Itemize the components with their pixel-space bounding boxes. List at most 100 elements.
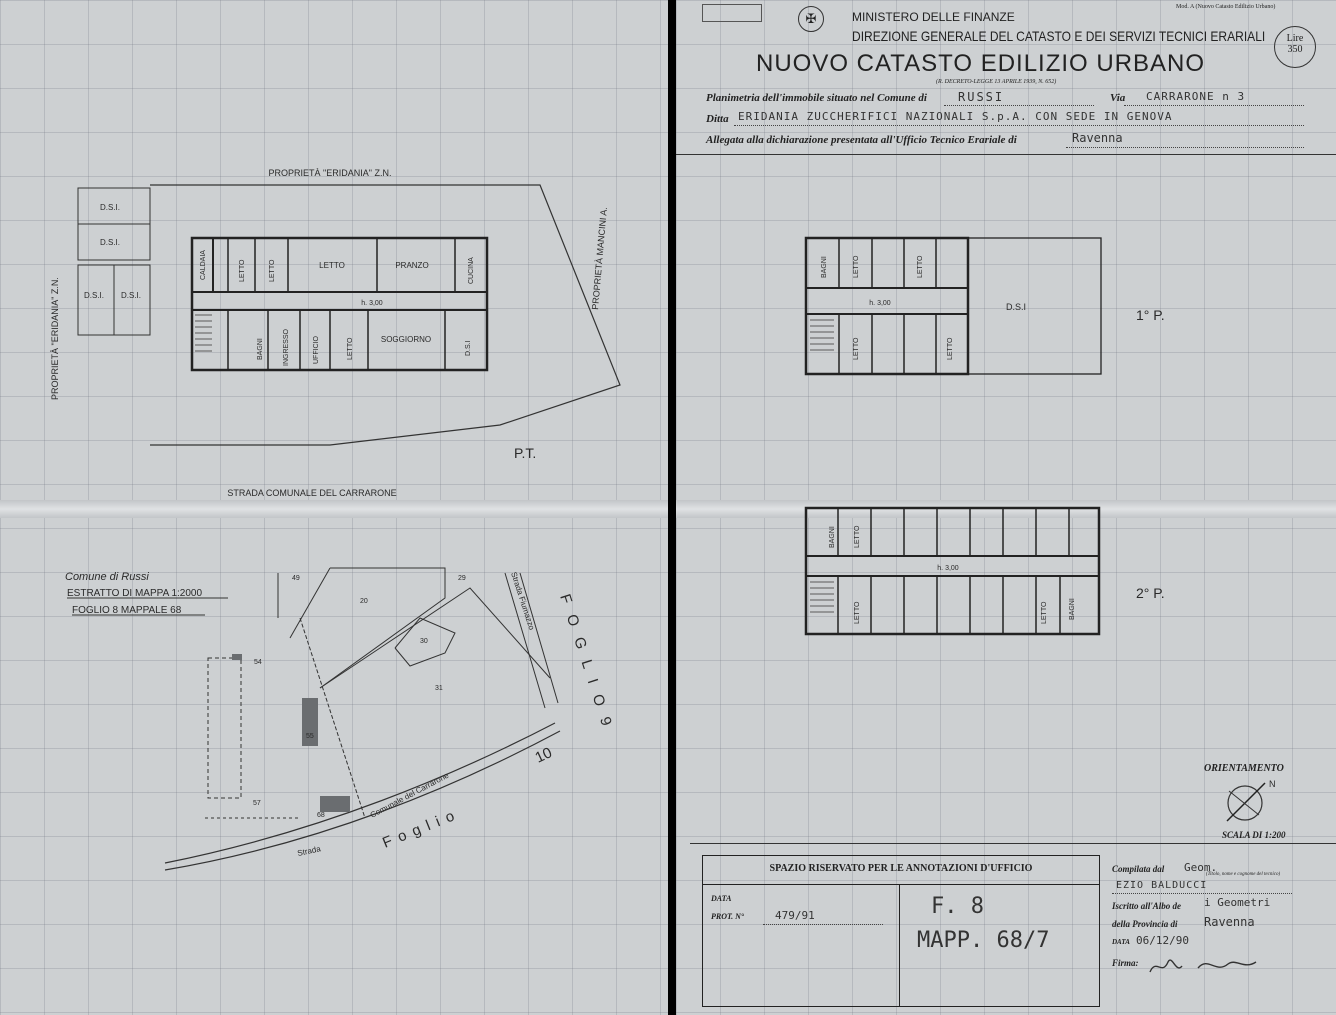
map-sheet: FOGLIO 8 MAPPALE 68 bbox=[72, 605, 182, 616]
room-label: CUCINA bbox=[468, 257, 475, 284]
comune-value: RUSSI bbox=[958, 90, 1005, 104]
room-label: LETTO bbox=[947, 337, 954, 360]
dsi-label: D.S.I. bbox=[100, 238, 120, 247]
road-label: STRADA COMUNALE DEL CARRARONE bbox=[227, 488, 396, 498]
room-label: LETTO bbox=[853, 255, 860, 278]
fold-line bbox=[0, 500, 668, 518]
height-label: h. 3,00 bbox=[361, 300, 383, 307]
compiler-data-label: DATA bbox=[1112, 938, 1130, 946]
north-label: N bbox=[1269, 779, 1276, 789]
parcel-number: 55 bbox=[306, 733, 314, 740]
left-sheet: PROPRIETÀ "ERIDANIA" Z.N. PROPRIETÀ "ERI… bbox=[0, 0, 668, 1015]
ground-floor-plan: PROPRIETÀ "ERIDANIA" Z.N. PROPRIETÀ "ERI… bbox=[50, 168, 621, 498]
stamp-line: 350 bbox=[1287, 44, 1303, 55]
dsi-label: D.S.I. bbox=[121, 291, 141, 300]
room-label: LETTO bbox=[854, 601, 861, 624]
signature-icon bbox=[1149, 959, 1257, 973]
compiler-name: EZIO BALDUCCI bbox=[1116, 880, 1208, 891]
first-floor-plan: BAGNI LETTO LETTO LETTO LETTO D.S.I h. 3… bbox=[804, 236, 1165, 376]
room-label: LETTO bbox=[269, 259, 276, 282]
dsi-label: D.S.I. bbox=[100, 203, 120, 212]
map-scale: ESTRATTO DI MAPPA 1:2000 bbox=[67, 588, 202, 599]
office-box-title: SPAZIO RISERVATO PER LE ANNOTAZIONI D'UF… bbox=[769, 863, 1033, 874]
room-label: LETTO bbox=[347, 337, 354, 360]
room-label: LETTO bbox=[239, 259, 246, 282]
room-label: D.S.I bbox=[1006, 302, 1026, 312]
fee-stamp: Lire 350 bbox=[1274, 26, 1316, 68]
compiler-data-value: 06/12/90 bbox=[1136, 934, 1189, 947]
parcel-number: 57 bbox=[253, 800, 261, 807]
property-boundary bbox=[150, 184, 621, 446]
parcel-number: 29 bbox=[458, 575, 466, 582]
room-label: UFFICIO bbox=[313, 335, 320, 364]
directorate-title: DIREZIONE GENERALE DEL CATASTO E DEI SER… bbox=[852, 28, 1266, 44]
orientation-label: ORIENTAMENTO bbox=[1204, 763, 1284, 774]
right-sheet: ✠ MINISTERO DELLE FINANZE DIREZIONE GENE… bbox=[676, 0, 1336, 1015]
parcel-number: 68 bbox=[317, 812, 325, 819]
ditta-label: Ditta bbox=[706, 113, 729, 125]
parcel-reference: MAPP. 68/7 bbox=[917, 928, 1050, 953]
ufficio-value: Ravenna bbox=[1072, 131, 1123, 145]
parcel-number: 54 bbox=[254, 659, 262, 666]
owner-top-label: PROPRIETÀ "ERIDANIA" Z.N. bbox=[269, 168, 392, 178]
foglio-label: Foglio bbox=[380, 805, 463, 852]
office-annotation-box: SPAZIO RISERVATO PER LE ANNOTAZIONI D'UF… bbox=[702, 855, 1100, 1007]
document-title: NUOVO CATASTO EDILIZIO URBANO bbox=[756, 50, 1206, 77]
albo-value: i Geometri bbox=[1204, 896, 1271, 909]
first-floor-building bbox=[804, 236, 970, 376]
map-extract: Comune di Russi ESTRATTO DI MAPPA 1:2000… bbox=[65, 567, 616, 871]
room-label: BAGNI bbox=[257, 338, 264, 360]
ditta-value: ERIDANIA ZUCCHERIFICI NAZIONALI S.p.A. C… bbox=[738, 110, 1173, 123]
room-label: LETTO bbox=[1041, 601, 1048, 624]
foglio-10-label: 10 bbox=[533, 744, 555, 766]
dsi-box bbox=[77, 223, 151, 261]
compiler-title: Geom. bbox=[1184, 861, 1218, 874]
room-label: BAGNI bbox=[821, 256, 828, 278]
room-label: PRANZO bbox=[395, 261, 428, 270]
map-comune: Comune di Russi bbox=[65, 571, 149, 583]
sheet-reference: F. 8 bbox=[931, 894, 984, 919]
planimetria-label: Planimetria dell'immobile situato nel Co… bbox=[706, 92, 927, 104]
decree-reference: (R. DECRETO-LEGGE 13 APRILE 1939, N. 652… bbox=[936, 79, 1057, 85]
provincia-label: della Provincia di bbox=[1112, 919, 1178, 929]
room-label: LETTO bbox=[853, 337, 860, 360]
room-label: LETTO bbox=[917, 255, 924, 278]
office-prot-label: PROT. N° bbox=[711, 912, 745, 921]
parcel-55-building bbox=[302, 698, 318, 746]
strada-label: Strada bbox=[297, 844, 322, 858]
allegata-label: Allegata alla dichiarazione presentata a… bbox=[706, 134, 1017, 146]
building-outline bbox=[190, 236, 489, 372]
form-stamp-box bbox=[702, 4, 762, 22]
room-label: BAGNI bbox=[1069, 598, 1076, 620]
parcel-number: 20 bbox=[360, 598, 368, 605]
height-label: h. 3,00 bbox=[937, 565, 959, 572]
office-data-label: DATA bbox=[711, 894, 732, 903]
via-label: Via bbox=[1110, 92, 1126, 104]
parcel-number: 31 bbox=[435, 685, 443, 692]
floor-label: 2° P. bbox=[1136, 585, 1165, 601]
office-prot-value: 479/91 bbox=[775, 909, 815, 922]
emblem-icon: ✠ bbox=[798, 6, 824, 32]
plan-scale: SCALA DI 1:200 bbox=[1222, 830, 1286, 840]
via-value: CARRARONE n 3 bbox=[1146, 90, 1246, 103]
owner-left-label: PROPRIETÀ "ERIDANIA" Z.N. bbox=[50, 277, 60, 400]
room-label: BAGNI bbox=[829, 526, 836, 548]
second-floor-plan: BAGNI LETTO LETTO LETTO BAGNI h. 3,00 2°… bbox=[804, 506, 1165, 636]
albo-label: Iscritto all'Albo de bbox=[1112, 901, 1182, 911]
compass-icon: N bbox=[1226, 779, 1276, 822]
parcel-number: 30 bbox=[420, 638, 428, 645]
room-label: LETTO bbox=[854, 525, 861, 548]
room-label: INGRESSO bbox=[283, 328, 290, 366]
room-label: SOGGIORNO bbox=[381, 335, 431, 344]
stair bbox=[195, 314, 212, 352]
compilata-label: Compilata dal bbox=[1112, 864, 1165, 874]
height-label: h. 3,00 bbox=[869, 300, 891, 307]
room-label: CALDAIA bbox=[200, 250, 207, 280]
dsi-label: D.S.I. bbox=[84, 291, 104, 300]
parcel-68-building bbox=[320, 796, 350, 812]
room-label: LETTO bbox=[319, 261, 345, 270]
floor-label: P.T. bbox=[514, 445, 536, 461]
model-label: Mod. A (Nuovo Catasto Edilizio Urbano) bbox=[1176, 4, 1276, 10]
owner-right-label: PROPRIETÀ MANCINI A. bbox=[590, 207, 609, 311]
room-label: D.S.I bbox=[465, 340, 472, 356]
